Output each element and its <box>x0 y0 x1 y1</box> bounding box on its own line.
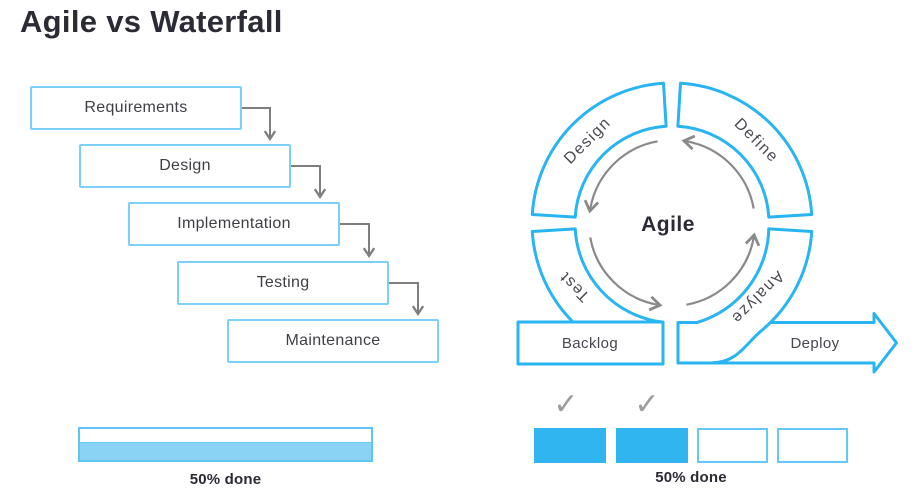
agile-segment-analyze-edge <box>767 227 814 233</box>
agile-segment-analyze-fill <box>697 228 812 362</box>
waterfall-step-requirements: Requirements <box>30 86 242 130</box>
agile-cycle-diagram: Design Define Test Analyze Agile Backlog… <box>516 81 898 374</box>
waterfall-step-maintenance: Maintenance <box>227 319 439 363</box>
cycle-arrow-icon <box>589 237 663 312</box>
waterfall-step-implementation: Implementation <box>128 202 340 246</box>
waterfall-step-design: Design <box>79 144 291 188</box>
agile-center-label: Agile <box>641 213 695 236</box>
waterfall-progress-bar <box>78 427 373 462</box>
backlog-label: Backlog <box>562 335 618 352</box>
agile-progress-label: 50% done <box>655 469 727 486</box>
sprint-box-done <box>534 428 606 463</box>
agile-segment-design <box>530 81 668 219</box>
deploy-label: Deploy <box>790 335 839 352</box>
backlog-box <box>516 320 665 366</box>
cycle-arrow-icon <box>583 140 658 214</box>
waterfall-progress-label: 50% done <box>189 471 262 488</box>
check-icon: ✓ <box>634 388 660 421</box>
sprint-box-done <box>616 428 688 463</box>
agile-segment-analyze-outer <box>708 230 814 365</box>
sprint-box-todo <box>777 428 848 463</box>
agile-segment-define <box>676 81 814 219</box>
page-title: Agile vs Waterfall <box>20 4 283 39</box>
sprint-box-todo <box>697 428 768 463</box>
cycle-arrow-icon <box>681 134 755 209</box>
flow-arrow-icon <box>340 223 376 259</box>
waterfall-step-testing: Testing <box>177 261 389 305</box>
flow-arrow-icon <box>242 107 277 142</box>
cycle-arrow-icon <box>686 232 761 306</box>
agile-segment-analyze-inner <box>695 227 771 324</box>
flow-arrow-icon <box>291 165 327 200</box>
check-icon: ✓ <box>553 388 579 421</box>
waterfall-progress-fill <box>80 442 371 460</box>
flow-arrow-icon <box>389 282 425 317</box>
waterfall-connectors <box>242 107 425 317</box>
agile-segment-test <box>530 227 664 324</box>
